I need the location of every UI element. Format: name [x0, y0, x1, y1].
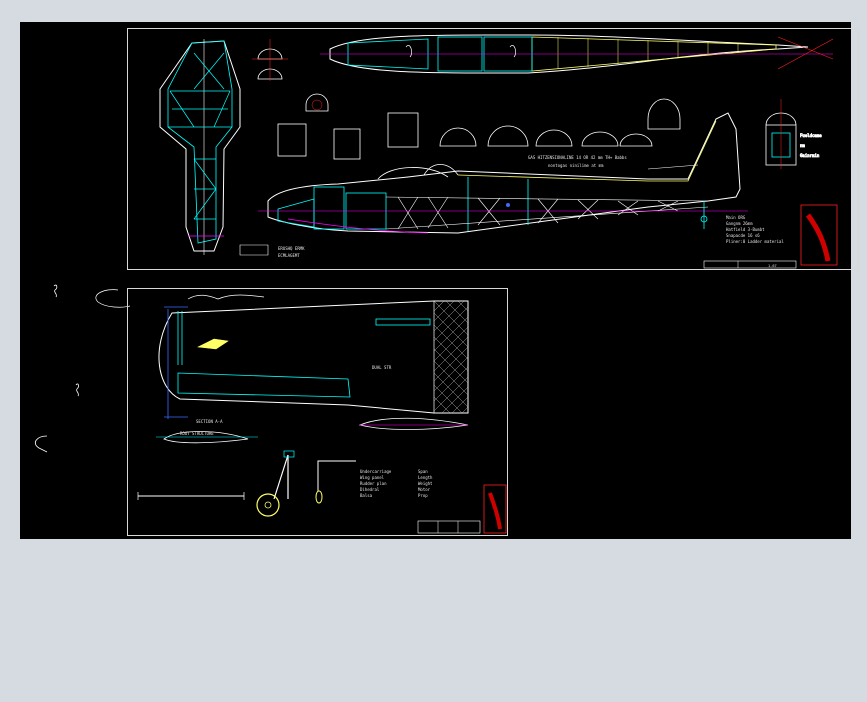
svg-text:Motor: Motor — [418, 487, 431, 492]
svg-text:Undercarriage: Undercarriage — [360, 469, 392, 474]
svg-text:Balsa: Balsa — [360, 493, 373, 498]
stamp-icon — [800, 204, 838, 266]
svg-text:Span: Span — [418, 469, 428, 474]
svg-text:Hatfield 3-Bumbt: Hatfield 3-Bumbt — [726, 227, 765, 232]
svg-text:Gainrmin: Gainrmin — [800, 153, 820, 158]
svg-text:Gangnm 26mm: Gangnm 26mm — [726, 221, 753, 226]
title-block-icon: 1-67 — [703, 260, 797, 269]
cad-viewport[interactable]: ERUSHQ ERMK ECMLAGEMT — [0, 0, 867, 562]
svg-text:Weight: Weight — [418, 481, 433, 486]
wing-panel-icon: DUAL STR — [158, 294, 469, 419]
svg-text:Pliner:0 Ladder material: Pliner:0 Ladder material — [726, 239, 784, 244]
svg-text:DUAL STR: DUAL STR — [372, 365, 392, 370]
former-profiles-icon — [252, 39, 681, 160]
drawing-sheet-fuselage[interactable]: ERUSHQ ERMK ECMLAGEMT — [127, 28, 859, 270]
svg-text:Prop: Prop — [418, 493, 428, 498]
svg-text:ERUSHQ ERMK: ERUSHQ ERMK — [278, 246, 305, 251]
wheel-icon — [256, 493, 280, 517]
notes-block: Undercarriage Wing panel Rudder plan Dih… — [360, 469, 433, 498]
wing-plan-icon: ERUSHQ ERMK ECMLAGEMT — [159, 39, 305, 258]
drawing-sheet-wing[interactable]: DUAL STR ROOT STRUCTURE SECTION A-A — [127, 288, 508, 536]
svg-text:1-67: 1-67 — [768, 264, 777, 268]
title-block-icon — [417, 520, 481, 534]
airfoil-section-icon: ROOT STRUCTURE SECTION A-A — [156, 417, 469, 444]
svg-text:Snapacde 16 s6: Snapacde 16 s6 — [726, 233, 760, 238]
fuselage-top-view-icon — [320, 34, 834, 74]
engine-cowl-icon: Fueldcame nm Gainrmin — [765, 99, 823, 169]
drawing-canvas[interactable]: ERUSHQ ERMK ECMLAGEMT — [20, 22, 859, 539]
svg-text:SECTION A-A: SECTION A-A — [196, 419, 223, 424]
stamp-icon — [483, 484, 507, 534]
svg-text:ECMLAGEMT: ECMLAGEMT — [278, 253, 300, 258]
svg-text:Length: Length — [418, 475, 433, 480]
landing-gear-icon — [273, 450, 356, 504]
svg-text:Wing panel: Wing panel — [360, 475, 385, 480]
svg-text:nm: nm — [800, 143, 805, 148]
notes-block: Main ORG Gangnm 26mm Hatfield 3-Bumbt Sn… — [726, 215, 784, 244]
svg-text:GAS HITZENSIONALINE 14 OR 42 m: GAS HITZENSIONALINE 14 OR 42 mm TH+ Babb… — [528, 155, 627, 160]
svg-text:Fueldcame: Fueldcame — [800, 133, 822, 138]
svg-text:nontogas ninilime at mm: nontogas ninilime at mm — [548, 163, 604, 168]
svg-text:Main ORG: Main ORG — [726, 215, 746, 220]
svg-text:Dihedral: Dihedral — [360, 487, 380, 492]
scale-bar-icon — [137, 492, 245, 500]
loose-fragments — [34, 284, 131, 453]
fuselage-side-view-icon: GAS HITZENSIONALINE 14 OR 42 mm TH+ Babb… — [258, 112, 748, 234]
svg-text:ROOT STRUCTURE: ROOT STRUCTURE — [180, 431, 214, 436]
svg-text:Rudder plan: Rudder plan — [360, 481, 387, 486]
